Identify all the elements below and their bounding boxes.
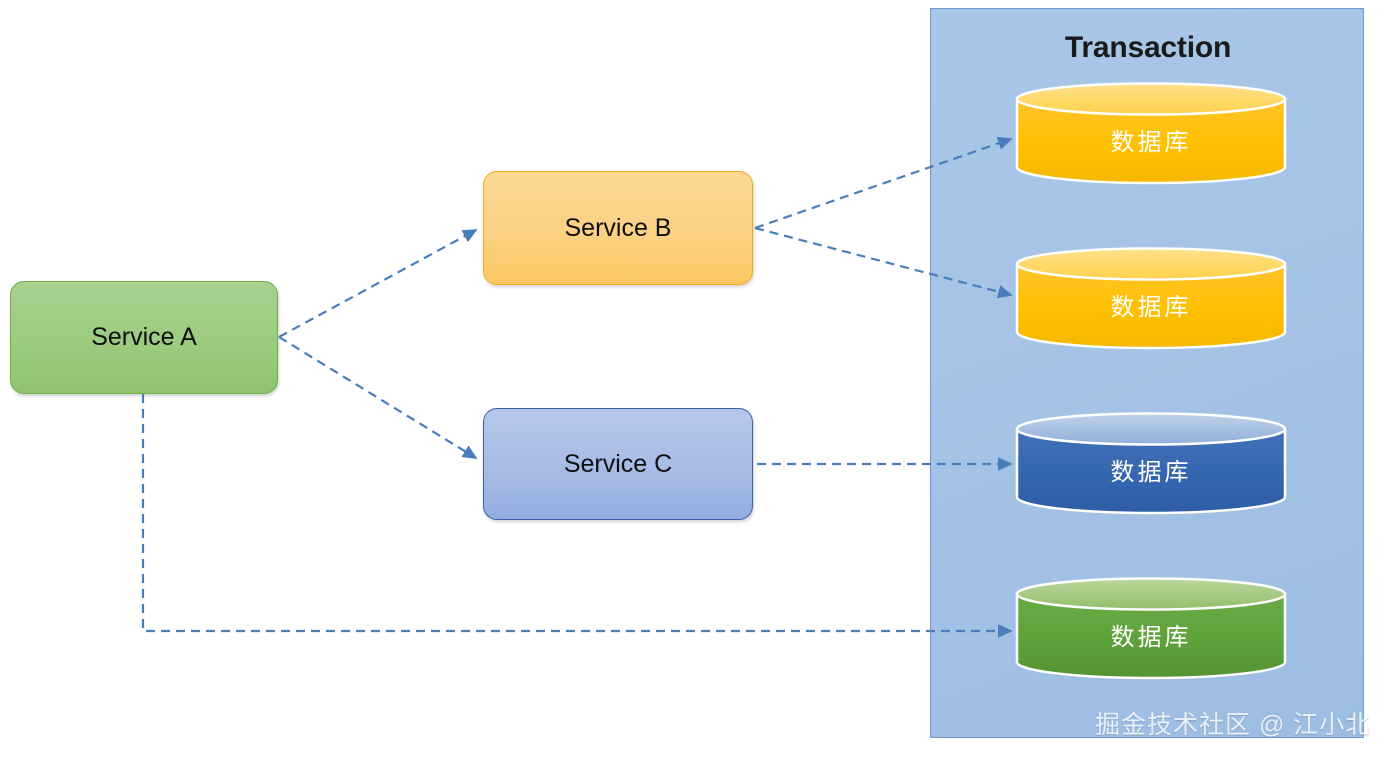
database-4[interactable]: 数据库 bbox=[1015, 577, 1287, 680]
connector-service-a-to-service-b bbox=[278, 229, 478, 338]
database-cylinder-icon bbox=[1015, 247, 1287, 350]
connector-service-a-to-service-c bbox=[278, 336, 478, 459]
service-c-box[interactable]: Service C bbox=[483, 408, 753, 520]
database-cylinder-icon bbox=[1015, 412, 1287, 515]
database-3[interactable]: 数据库 bbox=[1015, 412, 1287, 515]
service-a-label: Service A bbox=[91, 323, 197, 351]
database-cylinder-icon bbox=[1015, 577, 1287, 680]
database-cylinder-icon bbox=[1015, 82, 1287, 185]
service-b-label: Service B bbox=[564, 213, 672, 242]
service-a-box[interactable]: Service A bbox=[10, 281, 278, 394]
service-b-box[interactable]: Service B bbox=[483, 171, 753, 285]
transaction-panel-title: Transaction bbox=[1064, 31, 1232, 64]
database-2[interactable]: 数据库 bbox=[1015, 247, 1287, 350]
database-1[interactable]: 数据库 bbox=[1015, 82, 1287, 185]
service-c-label: Service C bbox=[563, 449, 673, 478]
watermark-text: 掘金技术社区 @ 江小北 bbox=[1095, 711, 1372, 739]
